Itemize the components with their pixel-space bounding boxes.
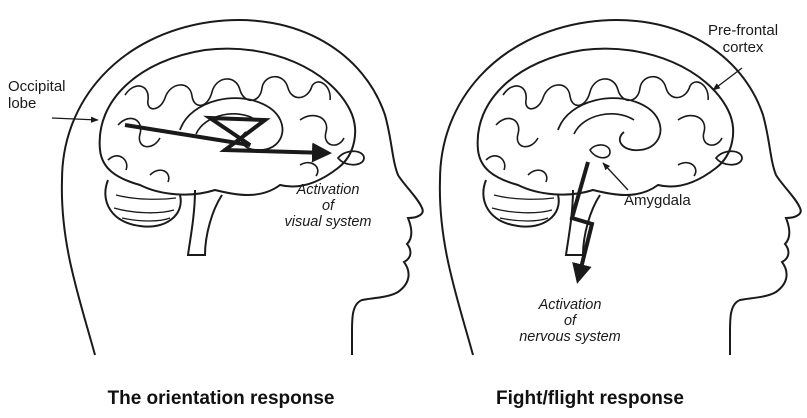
prefrontal-label-line1: Pre-frontal bbox=[708, 22, 778, 39]
activation-nervous-label: Activation of nervous system bbox=[500, 297, 640, 345]
visual-pathway-lightning-arrow-icon bbox=[125, 118, 328, 153]
amygdala-leader-arrow-icon bbox=[603, 163, 628, 190]
amygdala-label: Amygdala bbox=[624, 192, 691, 209]
occipital-label-line2: lobe bbox=[8, 95, 66, 112]
activation-nervous-line2: of bbox=[500, 313, 640, 329]
caption-fight-flight-response: Fight/flight response bbox=[440, 388, 740, 410]
prefrontal-cortex-label: Pre-frontal cortex bbox=[708, 22, 778, 56]
caption-orientation-response: The orientation response bbox=[71, 388, 371, 410]
activation-visual-line2: of bbox=[268, 198, 388, 214]
occipital-label-line1: Occipital bbox=[8, 78, 66, 95]
prefrontal-label-line2: cortex bbox=[708, 39, 778, 56]
activation-visual-line1: Activation bbox=[268, 182, 388, 198]
activation-visual-label: Activation of visual system bbox=[268, 182, 388, 230]
activation-nervous-line3: nervous system bbox=[500, 329, 640, 345]
prefrontal-leader-arrow-icon bbox=[713, 68, 742, 90]
amygdala-icon bbox=[590, 145, 610, 158]
occipital-lobe-label: Occipital lobe bbox=[8, 78, 66, 112]
activation-visual-line3: visual system bbox=[268, 214, 388, 230]
activation-nervous-line1: Activation bbox=[500, 297, 640, 313]
